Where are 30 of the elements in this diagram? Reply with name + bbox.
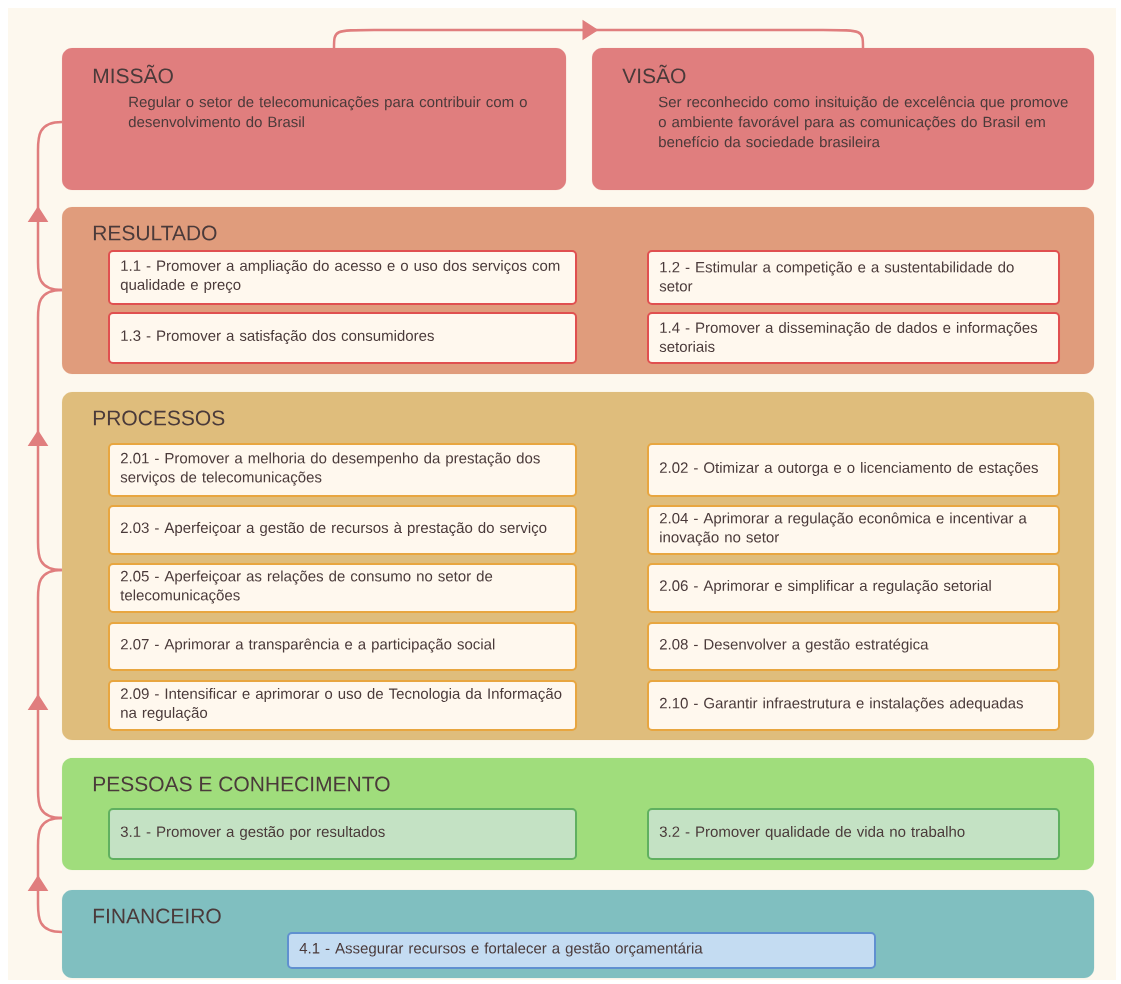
node-label: 2.05 - Aperfeiçoar as relações de consumo no setor de telecomunicações	[120, 570, 493, 604]
node-label: PROCESSOS	[93, 410, 225, 426]
node-label: 1.2 - Estimular a competição e a sustentabilidade do setor	[659, 261, 1014, 292]
node-label: 2.06 - Aprimorar e simplificar a regulação setorial	[659, 579, 991, 595]
node-label: 2.09 - Intensificar e aprimorar o uso de Tecnologia da Informação na regulação	[120, 687, 562, 722]
node-label: Regular o setor de telecomunicações para contribuir com o desenvolvimento do Brasil	[128, 96, 527, 128]
node-label: 2.01 - Promover a melhoria do desempenho da prestação dos serviços de telecomunicações	[120, 452, 540, 486]
node-label: 2.02 - Otimizar a outorga e o licenciamento de estações	[659, 461, 1038, 477]
node-label: 1.3 - Promover a satisfação dos consumidores	[121, 329, 434, 345]
node-label: Ser reconhecido como insituição de excelência que promove o ambiente favorável para as comunicações do Brasil em benefício da sociedade brasileira	[658, 96, 1068, 148]
node-label: FINANCEIRO	[93, 908, 221, 924]
node-label: 1.1 - Promover a ampliação do acesso e o uso dos serviços com qualidade e preço	[120, 259, 560, 294]
arrow	[332, 19, 865, 49]
node-label: PESSOAS E CONHECIMENTO	[93, 776, 390, 792]
node-label: 1.4 - Promover a disseminação de dados e informações setoriais	[659, 321, 1038, 352]
node-label: 2.03 - Aperfeiçoar a gestão de recursos à prestação do serviço	[120, 521, 547, 537]
node-label: MISSÃO	[93, 64, 173, 84]
node-label: 2.08 - Desenvolver a gestão estratégica	[659, 638, 929, 653]
node-label: 2.10 - Garantir infraestrutura e instalações adequadas	[659, 697, 1023, 712]
node-label: 2.04 - Aprimorar a regulação econômica e incentivar a inovação no setor	[659, 512, 1027, 546]
node-label: 4.1 - Assegurar recursos e fortalecer a gestão orçamentária	[299, 942, 703, 957]
node-label: 3.2 - Promover qualidade de vida no trabalho	[659, 826, 965, 840]
node-label: 2.07 - Aprimorar a transparência e a participação social	[120, 638, 495, 653]
node-label: VISÃO	[622, 64, 686, 84]
arrow	[27, 568, 63, 820]
node-label: RESULTADO	[93, 225, 217, 241]
arrow	[27, 816, 63, 934]
arrow	[27, 288, 63, 572]
node-label: 3.1 - Promover a gestão por resultados	[120, 826, 385, 840]
arrow	[27, 120, 63, 292]
